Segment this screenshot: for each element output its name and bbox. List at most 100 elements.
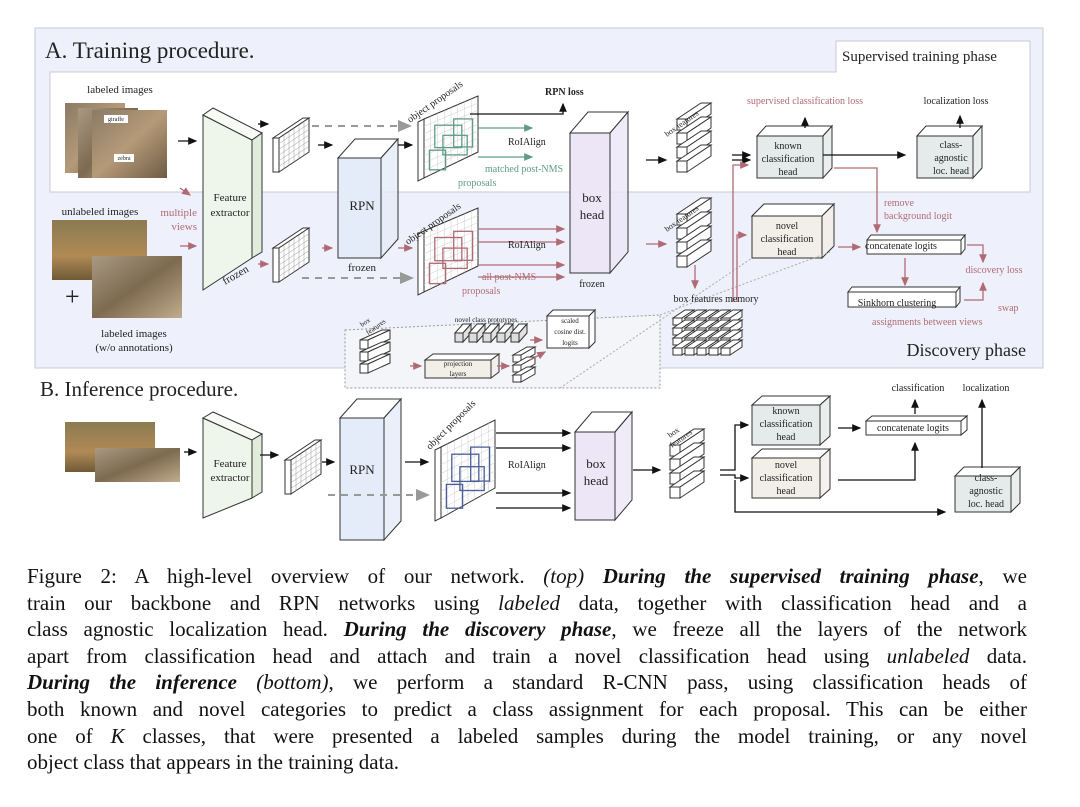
- inf-box-head-label: head: [584, 473, 609, 488]
- inf-known-head-block: [750, 394, 832, 447]
- inf-concatenate-logits-label: concatenate logits: [877, 423, 949, 434]
- caption-line: Figure 2: A high-level overview of our n…: [27, 563, 1027, 590]
- loc-head-block-side: [972, 124, 983, 180]
- projection-layers-block-front: [424, 359, 492, 379]
- novel-head-block-top: [750, 203, 836, 217]
- scaled-cosine-logits-block-top: [545, 309, 597, 317]
- inset-box-features: [359, 353, 391, 374]
- known-head-block: [755, 124, 834, 180]
- caption-line: apart from classification head and attac…: [27, 643, 1027, 670]
- inf-connector: [720, 474, 750, 482]
- concatenate-logits-block-top: [865, 234, 967, 241]
- localization-output-label: localization: [963, 383, 1010, 394]
- roialign-label: RoIAlign: [508, 137, 546, 148]
- unlabeled-images-label: unlabeled images: [62, 206, 139, 218]
- proposal-box: [442, 134, 468, 156]
- labeled-images-wo-label: (w/o annotations): [95, 342, 173, 354]
- object-proposals-unlabeled: [417, 207, 479, 296]
- discovery-phase-label: Discovery phase: [907, 340, 1026, 360]
- inset-box-features-front: [359, 351, 369, 362]
- loc-head-label: class-: [940, 140, 963, 151]
- training-title: A. Training procedure.: [45, 38, 255, 63]
- memory-block-front: [720, 347, 731, 356]
- grid-line: [423, 123, 479, 149]
- remove-bg-connector: [834, 167, 881, 234]
- zebra-tag-bg: [114, 154, 134, 162]
- memory-connector: [732, 161, 750, 302]
- proposal-box: [442, 247, 468, 270]
- caption-segment: (bottom): [236, 670, 329, 695]
- inset-projected-features-front: [512, 354, 522, 363]
- inf-connector: [734, 480, 947, 516]
- inf-roialign-label: RoIAlign: [508, 460, 546, 471]
- inf-box-features-front: [669, 486, 681, 499]
- known-head-block-side: [822, 124, 833, 180]
- inf-loc-head-label: class-: [975, 473, 998, 484]
- inf-known-head-label: classification: [760, 419, 813, 430]
- supervised-phase-label: Supervised training phase: [842, 49, 997, 65]
- feature-map-labeled: [271, 117, 311, 173]
- inference-title: B. Inference procedure.: [40, 377, 238, 401]
- grid-line: [423, 236, 479, 262]
- novel-head-label: classification: [761, 234, 814, 245]
- sinkhorn-clustering-label: Sinkhorn clustering: [858, 298, 937, 309]
- known-head-block-top: [755, 125, 834, 137]
- loc-head-label: loc. head: [933, 166, 969, 177]
- loc-head-label: agnostic: [934, 153, 968, 164]
- inset-arrow: [529, 351, 547, 361]
- caption-segment: train our backbone and RPN networks usin…: [27, 590, 499, 615]
- supervised-classification-loss-label: supervised classification loss: [747, 96, 863, 107]
- caption-segment: object class that appears in the trainin…: [27, 750, 400, 775]
- object-proposals-labeled: [417, 95, 479, 182]
- inf-novel-head-label: novel: [775, 460, 797, 471]
- proposal-box: [434, 236, 463, 262]
- grid-line: [440, 479, 496, 510]
- box-head-block-front: [569, 132, 611, 274]
- inset-box-features-front: [359, 339, 369, 350]
- caption-line: one of K classes, that were presented a …: [27, 723, 1027, 750]
- unlabeled-image-2: [92, 256, 182, 318]
- inf-feature-extractor-side: [251, 433, 263, 499]
- classification-output-label: classification: [892, 383, 945, 394]
- grid-line: [290, 468, 322, 489]
- caption-segment: , we freeze all the layers of the networ…: [611, 617, 1027, 642]
- inset-guide: [559, 257, 753, 389]
- inf-loc-head-block: [953, 465, 1022, 514]
- box-features-labeled: [675, 144, 713, 173]
- inf-novel-head-label: classification: [760, 473, 813, 484]
- network-overview-figure: + A. Training procedure. Supervised trai…: [34, 27, 1044, 542]
- inf-feature-map: [283, 439, 323, 495]
- inf-loc-head-block-front: [954, 475, 1012, 513]
- known-head-block-front: [756, 135, 824, 179]
- projection-layers-block: [423, 353, 501, 379]
- box-head-frozen-label: frozen: [579, 279, 605, 290]
- grid-line: [278, 256, 310, 277]
- zebra-tag: zebra: [118, 156, 131, 162]
- proposal-box: [428, 262, 447, 285]
- inf-concatenate-logits-block: [864, 414, 969, 437]
- inf-connector: [838, 441, 919, 481]
- prototype-block-front: [510, 332, 520, 343]
- caption-line: During the inference (bottom), we perfor…: [27, 669, 1027, 696]
- proposal-box: [459, 466, 485, 492]
- inset-projected-features-front: [512, 374, 522, 383]
- scaled-cosine-logits-label: logits: [562, 339, 578, 347]
- caption-segment: data.: [969, 643, 1027, 668]
- localization-loss-label: localization loss: [924, 96, 989, 107]
- inf-known-head-block-side: [819, 394, 831, 447]
- inf-box-head-block: [573, 410, 634, 522]
- caption-line: both known and novel categories to predi…: [27, 696, 1027, 723]
- inf-concatenate-logits-block-top: [864, 415, 969, 422]
- memory-block-front: [684, 347, 695, 356]
- caption-segment: both known and novel categories to predi…: [27, 696, 1027, 721]
- loc-head-block-front: [916, 135, 974, 179]
- loc-head-block: [915, 124, 984, 180]
- scaled-cosine-logits-block-side: [588, 308, 596, 350]
- sinkhorn-block-top: [846, 286, 962, 293]
- projection-layers-label: projection: [444, 360, 473, 368]
- discovery-connector: [967, 244, 987, 264]
- labeled-image-front: [92, 110, 167, 178]
- caption-segment: During the inference: [27, 670, 237, 695]
- box-features-unlabeled-front: [676, 255, 688, 268]
- novel-head-block-front: [751, 215, 823, 259]
